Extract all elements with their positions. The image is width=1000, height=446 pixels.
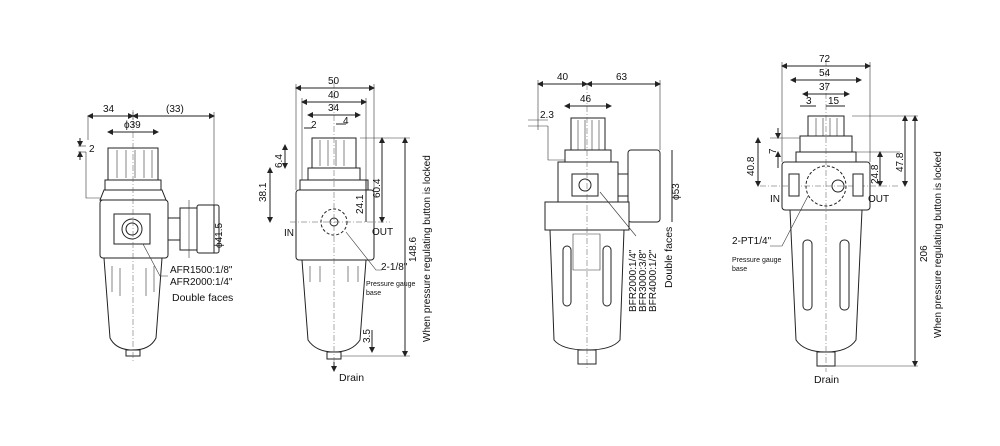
adjust-knob-3 <box>564 117 612 163</box>
dim-34b: 34 <box>328 103 340 114</box>
dim-47-8: 47.8 <box>895 152 906 172</box>
dim-37: 37 <box>819 82 831 93</box>
dim-38-1: 38.1 <box>258 182 269 202</box>
label-locked-2: When pressure regulating button is locke… <box>422 155 433 342</box>
dim-2b: 2 <box>311 120 317 131</box>
label-gauge-base-2b: base <box>366 290 381 297</box>
label-in-2: IN <box>284 228 294 239</box>
dim-2: 2 <box>89 144 95 155</box>
dim-2-3: 2.3 <box>540 110 554 121</box>
dim-54: 54 <box>819 68 831 79</box>
dim-phi53: ϕ53 <box>671 183 682 200</box>
label-locked-4: When pressure regulating button is locke… <box>933 151 944 338</box>
view-bfr: 40 63 46 2.3 ϕ53 BFR2000:1/4" BFR3000:3/… <box>528 72 682 370</box>
dim-4: 4 <box>343 116 349 127</box>
dim-40-8: 40.8 <box>746 156 757 176</box>
label-bfr3000: BFR3000:3/8" <box>638 249 649 312</box>
dim-33: (33) <box>166 104 184 115</box>
dim-6-4: 6.4 <box>274 154 285 168</box>
dim-46: 46 <box>580 94 592 105</box>
dim-phi39: ϕ39 <box>124 120 141 131</box>
label-out-2: OUT <box>372 227 393 238</box>
dim-40: 40 <box>328 90 340 101</box>
dim-7: 7 <box>768 148 779 154</box>
label-afr2000: AFR2000:1/4" <box>170 277 233 288</box>
label-afr1500: AFR1500:1/8" <box>170 265 233 276</box>
dim-3: 3 <box>806 96 812 107</box>
dim-148-6: 148.6 <box>408 237 419 262</box>
dim-34: 34 <box>103 104 115 115</box>
dim-206: 206 <box>919 245 930 262</box>
label-out-4: OUT <box>868 194 889 205</box>
dim-phi41-5: ϕ41.5 <box>214 222 225 248</box>
dim-50: 50 <box>328 76 340 87</box>
label-double-faces-1: Double faces <box>172 292 233 304</box>
dim-24-1: 24.1 <box>355 194 366 214</box>
label-bfr2000: BFR2000:1/4" <box>628 249 639 312</box>
dim-63: 63 <box>616 72 628 83</box>
adjust-knob-4 <box>799 115 853 153</box>
label-drain-2: Drain <box>339 372 364 384</box>
view-filter-regulator: 50 40 34 2 4 6.4 38.1 IN OUT 60.4 24.1 1… <box>258 76 433 384</box>
dim-40b: 40 <box>557 72 569 83</box>
dim-3-5: 3.5 <box>362 329 373 343</box>
label-gauge-base-4a: Pressure gauge <box>732 257 782 264</box>
label-in-4: IN <box>770 194 780 205</box>
view-large-regulator: 72 54 37 3 15 7 40.8 IN OUT 24.8 47.8 20… <box>732 54 944 386</box>
label-gauge-base-2a: Pressure gauge <box>366 281 416 288</box>
label-drain-4: Drain <box>814 374 839 386</box>
dim-24-8: 24.8 <box>870 164 881 184</box>
label-bfr4000: BFR4000:1/2" <box>648 249 659 312</box>
label-gauge-2: 2-1/8" <box>381 262 408 273</box>
dim-60-4: 60.4 <box>372 178 383 198</box>
view-afr: 34 (33) ϕ39 2 ϕ41.5 AFR1500:1/8" AFR2000… <box>77 104 233 362</box>
label-gauge-base-4b: base <box>732 266 747 273</box>
label-gauge-4: 2-PT1/4" <box>732 236 772 247</box>
dim-15: 15 <box>828 96 840 107</box>
label-double-faces-3: Double faces <box>663 227 675 288</box>
dim-72: 72 <box>819 54 831 65</box>
